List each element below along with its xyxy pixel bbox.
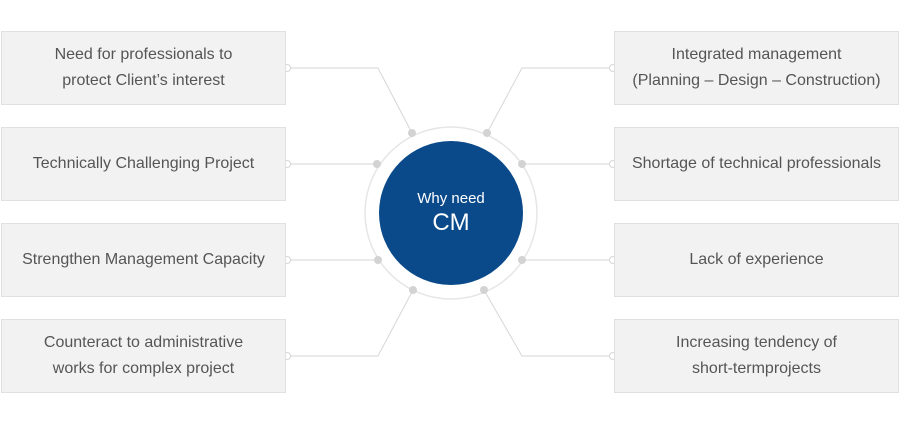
reason-label: Lack of experience [689,251,824,268]
ring-dot [518,256,526,264]
reason-label: Shortage of technical professionals [631,155,882,172]
reason-box-right-3: Lack of experience [614,223,899,297]
reason-box-right-4: Increasing tendency of short-termproject… [614,319,899,393]
reason-label: Integrated management (Planning – Design… [632,46,881,89]
connector-left-1 [286,67,413,134]
center-circle: Why need CM [379,141,523,285]
reason-box-left-3: Strengthen Management Capacity [1,223,286,297]
reason-label: Technically Challenging Project [32,155,255,172]
ring-dot [374,256,382,264]
ring-dot [518,160,526,168]
reason-box-right-2: Shortage of technical professionals [614,127,899,201]
center-title: CM [432,209,470,236]
connector-right-1 [486,67,614,134]
ring-dot [408,129,416,137]
reason-label: Need for professionals to protect Client… [54,46,233,89]
ring-dot [483,129,491,137]
connector-right-4 [483,289,614,357]
reason-label: Increasing tendency of short-termproject… [676,334,837,377]
reason-box-left-1: Need for professionals to protect Client… [1,31,286,105]
center-subtitle: Why need [417,190,485,207]
reason-box-left-4: Counteract to administrative works for c… [1,319,286,393]
ring-dot [480,286,488,294]
ring-dot [373,160,381,168]
reason-label: Strengthen Management Capacity [22,251,265,268]
ring-dot [409,286,417,294]
connector-left-4 [286,289,414,357]
reason-label: Counteract to administrative works for c… [43,334,244,377]
reason-box-left-2: Technically Challenging Project [1,127,286,201]
reason-box-right-1: Integrated management (Planning – Design… [614,31,899,105]
